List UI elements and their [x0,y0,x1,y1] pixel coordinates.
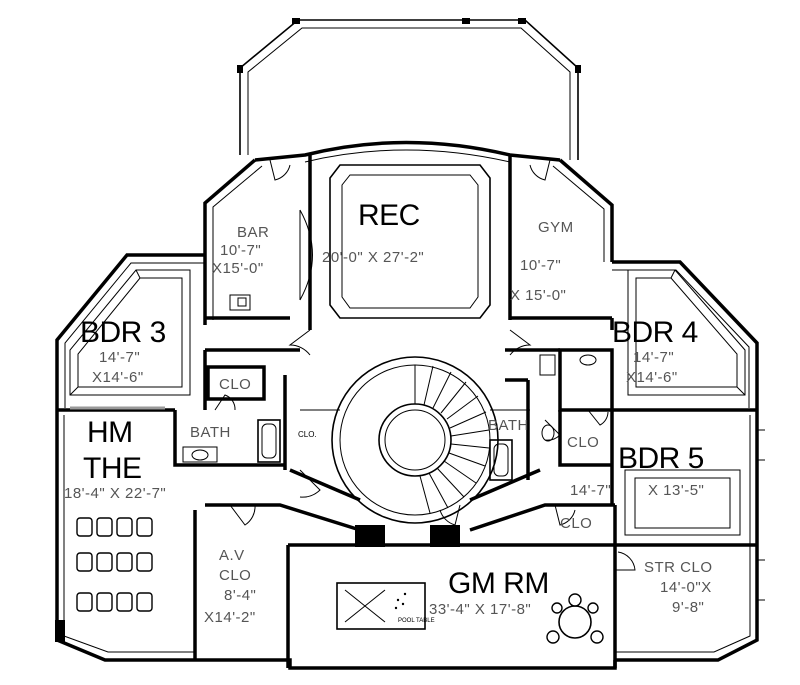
stair-closet-label: CLO. [298,430,317,439]
av-clo-width: 8'-4" [224,587,256,604]
game-table [546,593,604,644]
bath-right-label: BATH [488,417,529,434]
bdr5-label: BDR 5 [618,442,704,475]
bdr4-ceiling-tray [627,269,746,396]
pool-table: POOL TABLE [336,582,435,630]
str-clo-length: 9'-8" [672,599,704,616]
bdr3-ceiling-tray [69,269,191,396]
exterior-walls [55,140,765,670]
pool-table-label: POOL TABLE [398,618,435,624]
gym-width: 10'-7" [520,257,561,274]
bdr4-width: 14'-7" [633,349,674,366]
upper-terrace [237,18,581,160]
str-clo-width: 14'-0"X [660,579,712,596]
gym-length: X 15'-0" [510,287,566,304]
rec-size: 20'-0" X 27'-2" [322,249,424,266]
av-clo-length: X14'-2" [204,609,256,626]
av-clo-label-line2: CLO [219,567,251,584]
bath-left-label: BATH [190,424,231,441]
bdr4-label: BDR 4 [612,316,698,349]
rec-label: REC [358,199,420,232]
clo-lower-right-label: CLO [560,515,592,532]
bar-label: BAR [237,224,269,241]
interior-walls [57,155,757,668]
gym-label: GYM [538,219,574,236]
str-clo-label: STR CLO [644,559,713,576]
clo-right-label: CLO [567,434,599,451]
bdr3-width: 14'-7" [99,349,140,366]
door-swings [214,159,636,571]
bdr4-length: X14'-6" [626,369,678,386]
gm-rm-label: GM RM [448,567,549,600]
bdr5-length: X 13'-5" [648,482,704,499]
bdr3-length: X14'-6" [92,369,144,386]
theater-seating [70,406,165,612]
bar-width: 10'-7" [220,242,261,259]
bar-length: X15'-0" [212,260,264,277]
bdr5-width: 14'-7" [570,482,611,499]
bdr3-label: BDR 3 [80,316,166,349]
hm-the-size: 18'-4" X 22'-7" [64,485,166,502]
hm-the-label-line1: HM [87,416,133,449]
clo-left-label: CLO [219,376,251,393]
bath-fixtures [182,294,597,481]
hm-the-label-line2: THE [83,452,142,485]
bdr5-ceiling-tray [624,469,741,536]
gm-rm-size: 33'-4" X 17'-8" [429,601,531,618]
av-clo-label-line1: A.V [219,547,245,564]
rec-ceiling-detail [329,164,491,319]
